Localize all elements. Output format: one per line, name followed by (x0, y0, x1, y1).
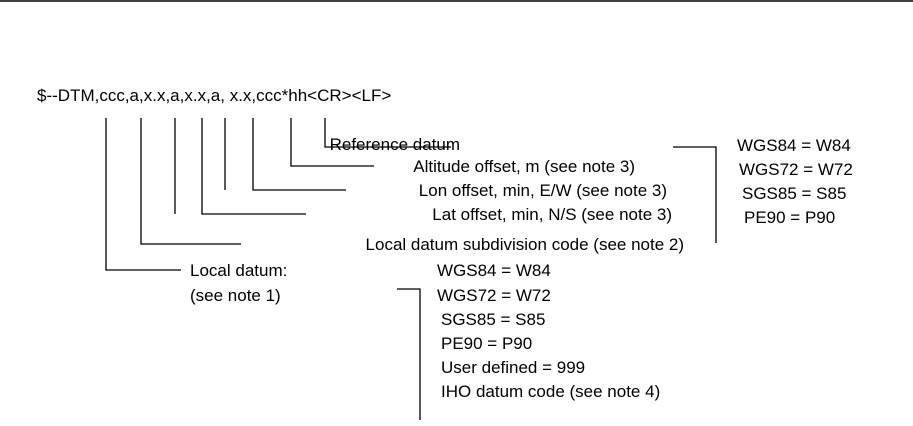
local-code-3: SGS85 = S85 (441, 310, 546, 329)
label-subdivision: Local datum subdivision code (see note 2… (365, 235, 684, 254)
local-code-6: IHO datum code (see note 4) (441, 382, 661, 401)
label-lat-offset: Lat offset, min, N/S (see note 3) (432, 205, 672, 224)
bracket-reference-codes (673, 146, 717, 243)
reference-code-3: SGS85 = S85 (742, 184, 847, 203)
sentence-format: $--DTM,ccc,a,x.x,a,x.x,a, x.x,ccc*hh<CR>… (37, 86, 392, 105)
local-code-1: WGS84 = W84 (437, 261, 551, 280)
local-code-5: User defined = 999 (441, 358, 586, 377)
label-lon-offset: Lon offset, min, E/W (see note 3) (418, 181, 667, 200)
connector-altitude-offset (290, 118, 374, 167)
reference-code-4: PE90 = P90 (744, 208, 836, 227)
label-altitude-offset: Altitude offset, m (see note 3) (413, 157, 635, 176)
connector-reference-datum (324, 118, 451, 148)
label-local-datum-note: (see note 1) (190, 286, 281, 305)
reference-code-1: WGS84 = W84 (737, 136, 851, 155)
label-local-datum: Local datum: (190, 261, 288, 280)
connector-local-datum (105, 118, 181, 271)
connector-subdivision (140, 118, 241, 245)
local-code-4: PE90 = P90 (441, 334, 533, 353)
connector-lon-offset-a (252, 118, 346, 191)
bracket-local-codes (397, 288, 421, 420)
label-reference-datum: Reference datum (329, 135, 460, 154)
reference-code-2: WGS72 = W72 (739, 160, 853, 179)
connector-lat-offset-a (201, 118, 306, 215)
local-code-2: WGS72 = W72 (437, 286, 551, 305)
connector-lines (105, 118, 717, 420)
